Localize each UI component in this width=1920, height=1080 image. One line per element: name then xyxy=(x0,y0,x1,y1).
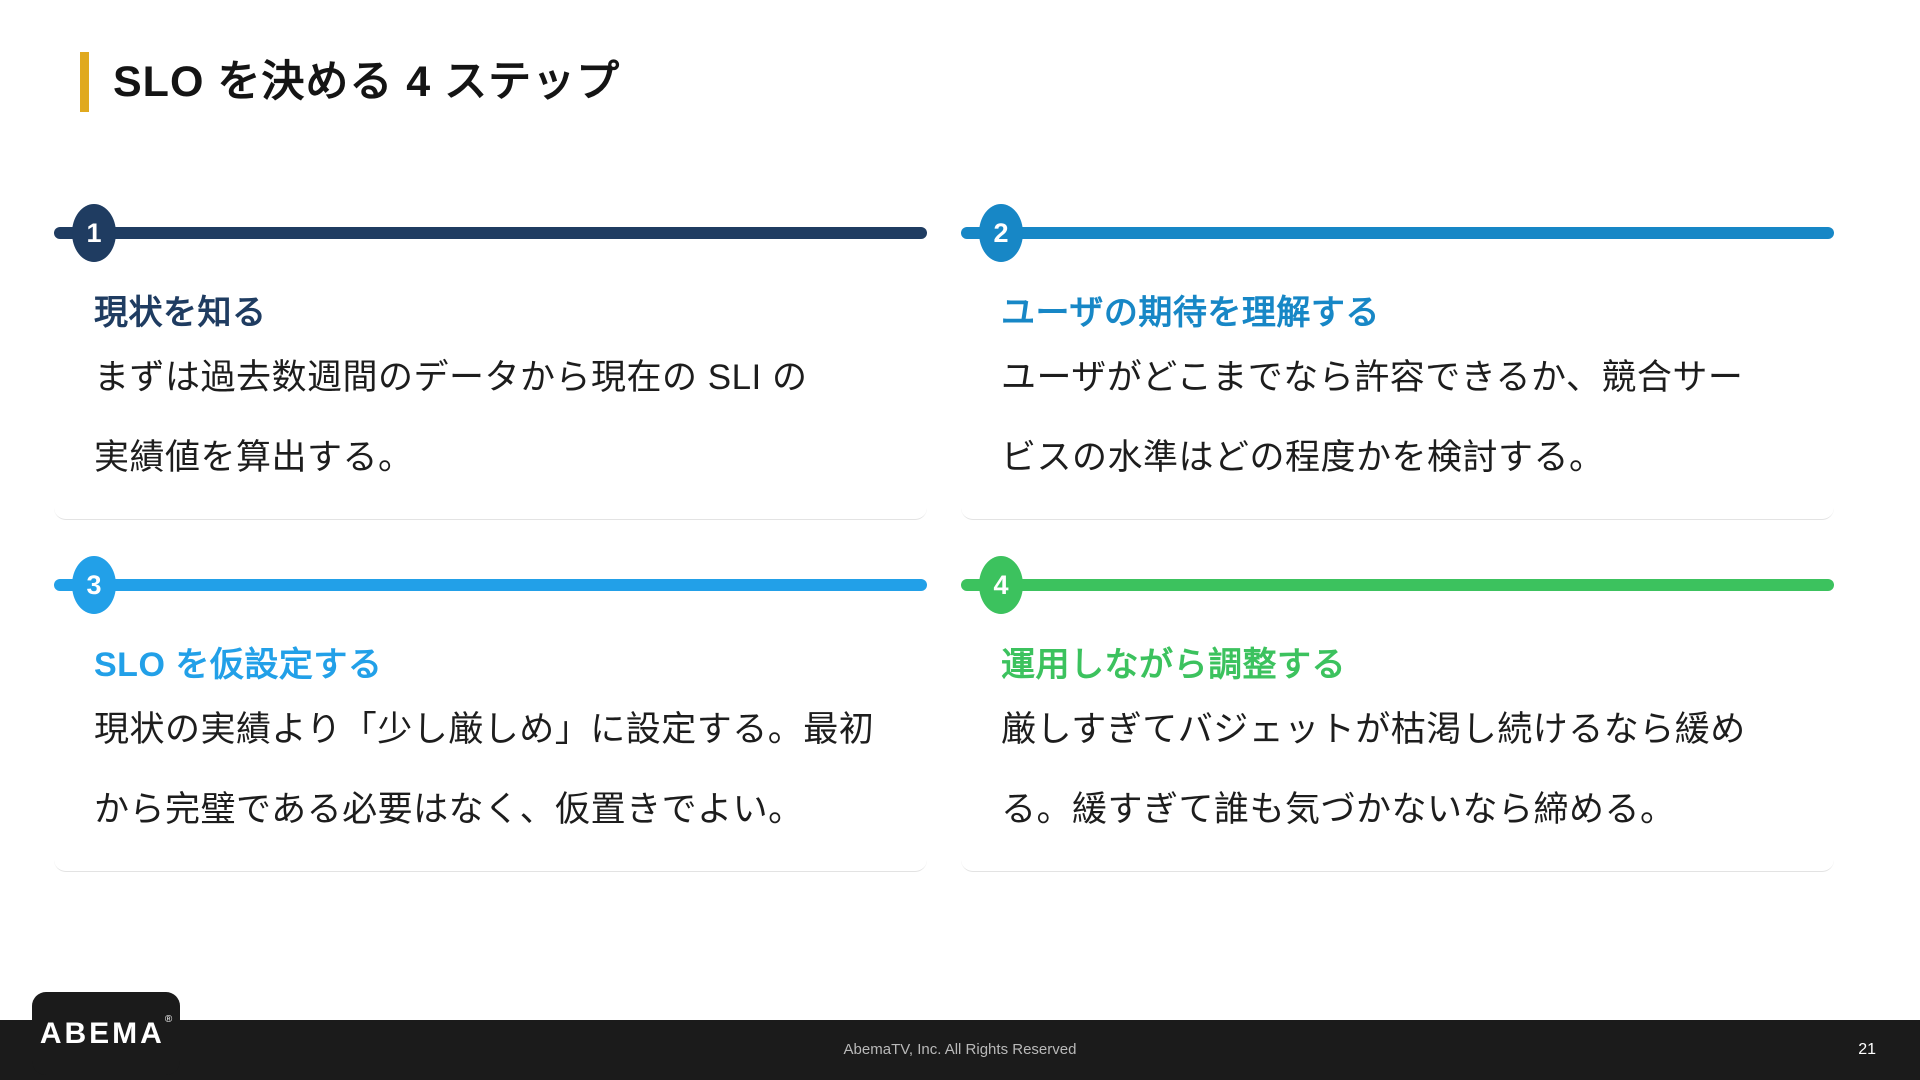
step-4-description-line2: る。緩すぎて誰も気づかないなら締める。 xyxy=(1001,790,1676,829)
step-3-description: 現状の実績より「少し厳しめ」に設定する。最初 から完璧である必要はなく、仮置きで… xyxy=(94,690,907,850)
step-card-4: 4 運用しながら調整する 厳しすぎてバジェットが枯渇し続けるなら緩め る。緩すぎ… xyxy=(961,520,1834,872)
step-3-description-line1: 現状の実績より「少し厳しめ」に設定する。最初 xyxy=(94,710,875,749)
step-3-heading: SLO を仮設定する xyxy=(94,646,383,684)
step-3-number-badge: 3 xyxy=(72,556,116,614)
step-2-description: ユーザがどこまでなら許容できるか、競合サー ビスの水準はどの程度かを検討する。 xyxy=(1001,338,1814,498)
slide-header: SLO を決める 4 ステップ xyxy=(80,52,620,112)
step-card-2: 2 ユーザの期待を理解する ユーザがどこまでなら許容できるか、競合サー ビスの水… xyxy=(961,168,1834,520)
step-card-1: 1 現状を知る まずは過去数週間のデータから現在の SLI の 実績値を算出する… xyxy=(54,168,927,520)
footer-bar xyxy=(0,1020,1920,1080)
page-title: SLO を決める 4 ステップ xyxy=(113,58,621,106)
step-2-number-badge: 2 xyxy=(979,204,1023,262)
step-1-heading: 現状を知る xyxy=(94,294,267,332)
step-3-timeline-bar xyxy=(54,579,927,591)
step-4-timeline-bar xyxy=(961,579,1834,591)
step-1-number-badge: 1 xyxy=(72,204,116,262)
step-1-description: まずは過去数週間のデータから現在の SLI の 実績値を算出する。 xyxy=(94,338,907,498)
step-3-description-line2: から完璧である必要はなく、仮置きでよい。 xyxy=(94,790,804,829)
step-2-heading: ユーザの期待を理解する xyxy=(1001,294,1380,332)
step-1-timeline-bar xyxy=(54,227,927,239)
step-2-timeline-bar xyxy=(961,227,1834,239)
abema-logo: ABEMA® xyxy=(32,992,180,1075)
registered-trademark-icon: ® xyxy=(164,1014,173,1025)
abema-logo-text: ABEMA xyxy=(39,1016,165,1050)
title-accent-bar xyxy=(80,52,89,112)
step-4-description-line1: 厳しすぎてバジェットが枯渇し続けるなら緩め xyxy=(1001,710,1746,749)
step-4-number-badge: 4 xyxy=(979,556,1023,614)
step-4-heading: 運用しながら調整する xyxy=(1001,646,1346,684)
steps-grid: 1 現状を知る まずは過去数週間のデータから現在の SLI の 実績値を算出する… xyxy=(54,168,1834,872)
copyright-text: AbemaTV, Inc. All Rights Reserved xyxy=(843,1041,1077,1058)
step-card-3: 3 SLO を仮設定する 現状の実績より「少し厳しめ」に設定する。最初 から完璧… xyxy=(54,520,927,872)
step-1-description-line1: まずは過去数週間のデータから現在の SLI の xyxy=(94,358,808,397)
page-number: 21 xyxy=(1858,1041,1876,1058)
step-2-description-line2: ビスの水準はどの程度かを検討する。 xyxy=(1001,438,1605,477)
step-2-description-line1: ユーザがどこまでなら許容できるか、競合サー xyxy=(1001,358,1744,397)
step-4-description: 厳しすぎてバジェットが枯渇し続けるなら緩め る。緩すぎて誰も気づかないなら締める… xyxy=(1001,690,1814,850)
step-1-description-line2: 実績値を算出する。 xyxy=(94,438,414,477)
